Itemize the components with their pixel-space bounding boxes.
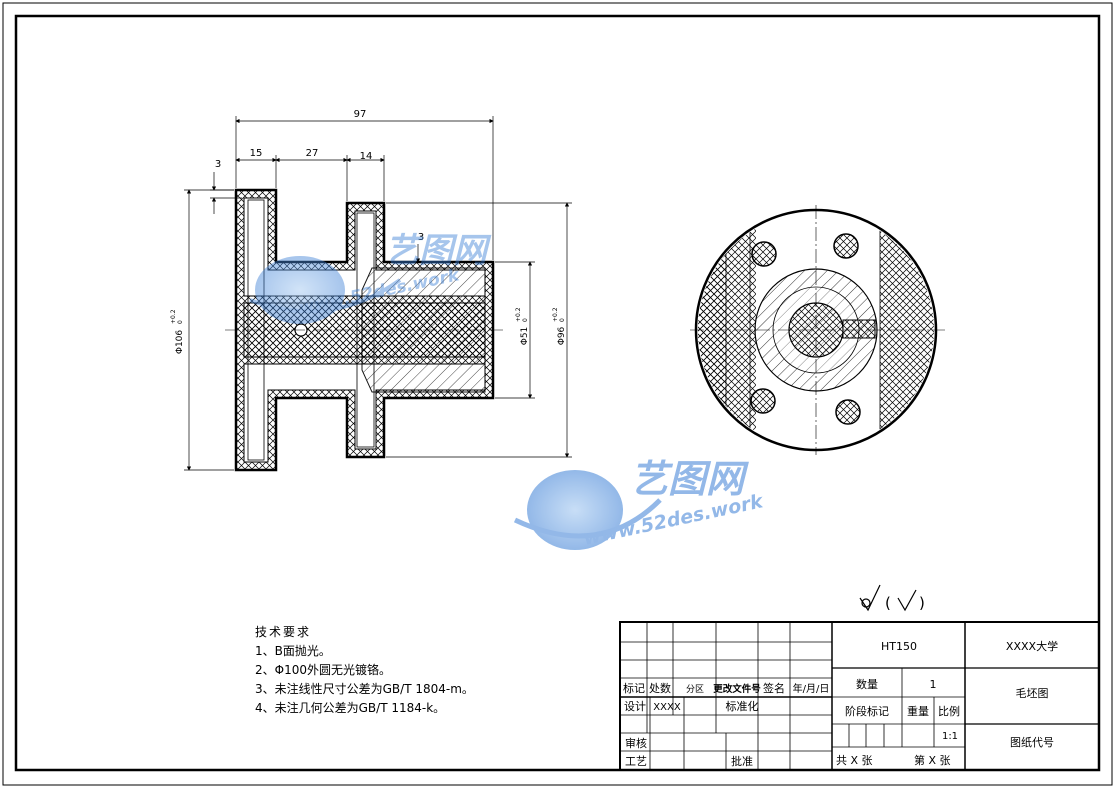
tb-drawing-no: 图纸代号: [1010, 736, 1054, 749]
title-block: [619, 621, 1100, 771]
title-block-text: HT150 XXXX大学 数量 1 毛坯图 阶段标记 重量 比例 1:1 图纸代…: [623, 639, 1058, 768]
tol-96-upper: +0.2: [552, 307, 559, 322]
tb-scale-label: 比例: [938, 704, 960, 718]
dim-chamfer-mid: 3: [418, 232, 424, 243]
tb-col-change-doc: 更改文件号: [713, 683, 761, 695]
roughness-symbol: [859, 584, 917, 612]
tb-scale-value: 1:1: [942, 731, 958, 742]
inner-border: [14, 14, 1101, 772]
tb-col-date: 年/月/日: [793, 682, 830, 695]
tech-requirements: 技术要求 1、B面抛光。 2、Φ100外圆无光镀铬。 3、未注线性尺寸公差为GB…: [255, 623, 474, 718]
dim-dia-106: Φ106: [175, 330, 185, 355]
tb-col-sign: 签名: [763, 681, 785, 695]
bolt-hole-br: [835, 399, 861, 425]
dim-chamfer-top: 3: [215, 159, 221, 170]
tech-requirement-2: 2、Φ100外圆无光镀铬。: [255, 663, 391, 677]
tech-requirement-1: 1、B面抛光。: [255, 644, 331, 658]
tol-51-upper: +0.2: [515, 307, 522, 322]
tb-process-label: 工艺: [625, 755, 647, 768]
tb-part-name: 毛坯图: [1016, 687, 1049, 700]
tol-96-lower: 0: [559, 318, 566, 322]
tb-school: XXXX大学: [1006, 639, 1058, 653]
tol-106-upper: +0.2: [170, 309, 177, 324]
tb-standard-label: 标准化: [726, 699, 759, 713]
dim-14: 14: [360, 151, 373, 162]
dim-27: 27: [306, 148, 319, 159]
tech-requirements-title: 技术要求: [255, 625, 312, 639]
tb-qty-value: 1: [930, 678, 937, 691]
dim-97: 97: [354, 109, 367, 120]
end-view: [690, 205, 945, 455]
dimensions: [184, 116, 572, 471]
tol-106-lower: 0: [177, 320, 184, 324]
dim-dia-96: Φ96: [557, 326, 567, 345]
tol-51-lower: 0: [522, 318, 529, 322]
bolt-hole-tl: [751, 241, 777, 267]
tb-approve-label: 批准: [731, 754, 753, 768]
keyway: [842, 319, 876, 339]
tb-design-label: 设计: [624, 700, 646, 713]
bolt-hole-tr: [833, 233, 859, 259]
tb-total-sheets: 共 X 张: [836, 754, 873, 767]
watermark-upper-cn: 艺图网: [385, 231, 492, 271]
watermark-lower: 艺图网 www.52des.work: [513, 457, 766, 550]
watermark-lower-cn: 艺图网: [630, 457, 749, 501]
dim-15: 15: [250, 148, 263, 159]
roughness-paren-close: ): [919, 594, 925, 612]
bolt-hole-bl: [750, 388, 776, 414]
dimension-text: 97 15 27 14 3 3 Φ106 +0.2 0 Φ51 +0.2 0 Φ…: [170, 109, 567, 354]
tb-weight-label: 重量: [907, 704, 929, 718]
roughness-paren-open: (: [885, 594, 891, 612]
tech-requirement-3: 3、未注线性尺寸公差为GB/T 1804-m。: [255, 682, 474, 696]
tb-col-zone: 分区: [686, 684, 704, 695]
dim-dia-51: Φ51: [520, 327, 530, 346]
tb-sheet-no: 第 X 张: [914, 753, 951, 767]
tb-qty-label: 数量: [856, 678, 878, 691]
tb-col-mark: 标记: [623, 681, 645, 695]
tb-material: HT150: [881, 640, 917, 653]
tb-col-count: 处数: [649, 682, 671, 695]
tb-design-value: XXXX: [653, 702, 681, 713]
tb-review-label: 审核: [625, 736, 647, 750]
tb-stage-label: 阶段标记: [845, 704, 889, 718]
tech-requirement-4: 4、未注几何公差为GB/T 1184-k。: [255, 701, 446, 715]
